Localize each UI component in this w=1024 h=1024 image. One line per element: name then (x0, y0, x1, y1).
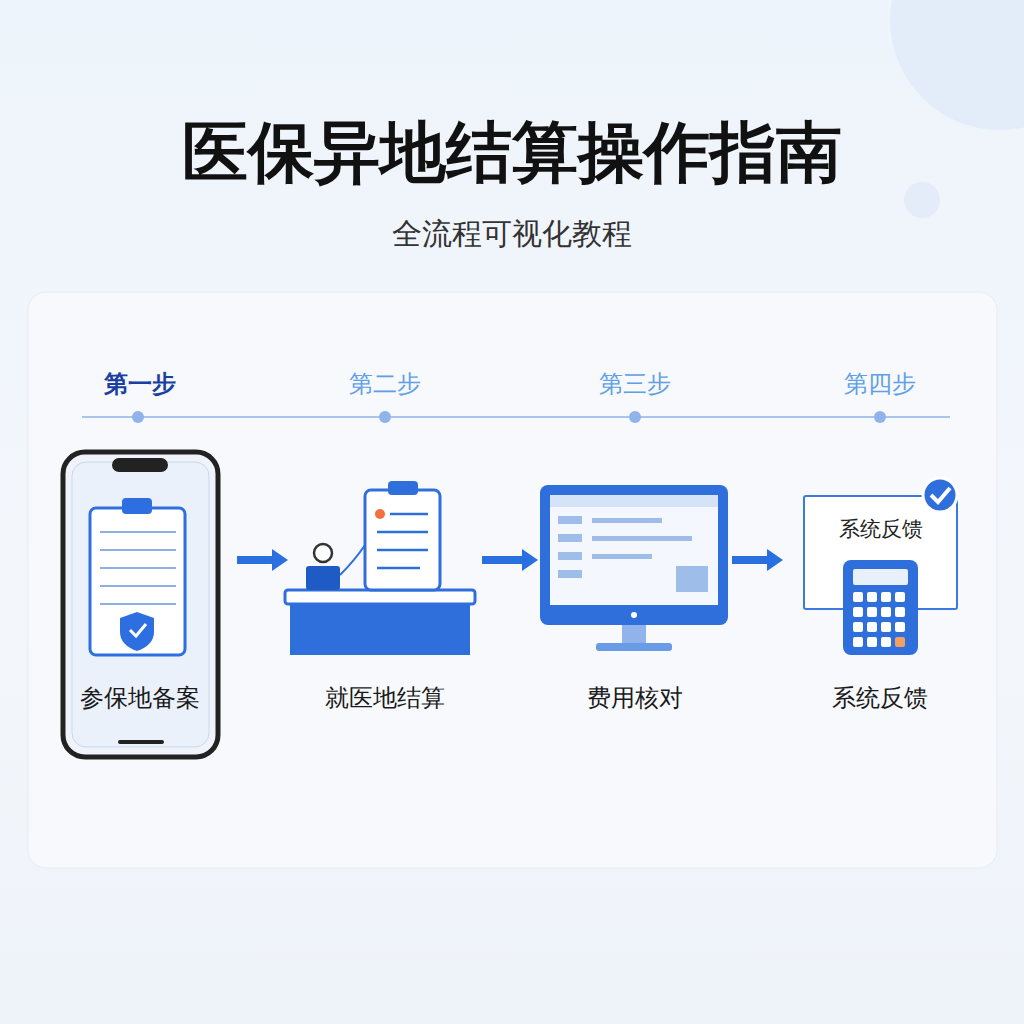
step-column: 第一步参保地备案 (45, 360, 235, 760)
step-name: 就医地结算 (290, 682, 480, 714)
step-name: 费用核对 (540, 682, 730, 714)
deco-dot (904, 182, 940, 218)
feedback-card: 系统反馈 (803, 495, 958, 610)
step-column: 第四步系统反馈系统反馈 (785, 360, 975, 760)
panel (28, 292, 997, 868)
flow-arrow (482, 549, 538, 571)
step-label: 第二步 (290, 368, 480, 400)
flow-arrow (237, 549, 288, 571)
subtitle: 全流程可视化教程 (0, 214, 1024, 255)
step-label: 第一步 (45, 368, 235, 400)
timeline-dots (132, 411, 886, 423)
monitor-icon (540, 485, 728, 651)
flow-arrow (732, 549, 783, 571)
title: 医保异地结算操作指南 (0, 108, 1024, 198)
deco-circle (890, 0, 1024, 130)
desk-icon (285, 481, 475, 655)
step-column: 第二步就医地结算 (290, 360, 480, 760)
timeline (82, 416, 950, 418)
card-text: 系统反馈 (805, 515, 956, 543)
step-label: 第三步 (540, 368, 730, 400)
step-name: 参保地备案 (45, 682, 235, 714)
step-label: 第四步 (785, 368, 975, 400)
step-column: 第三步费用核对 (540, 360, 730, 760)
calculator-icon (803, 477, 963, 657)
step-name: 系统反馈 (785, 682, 975, 714)
